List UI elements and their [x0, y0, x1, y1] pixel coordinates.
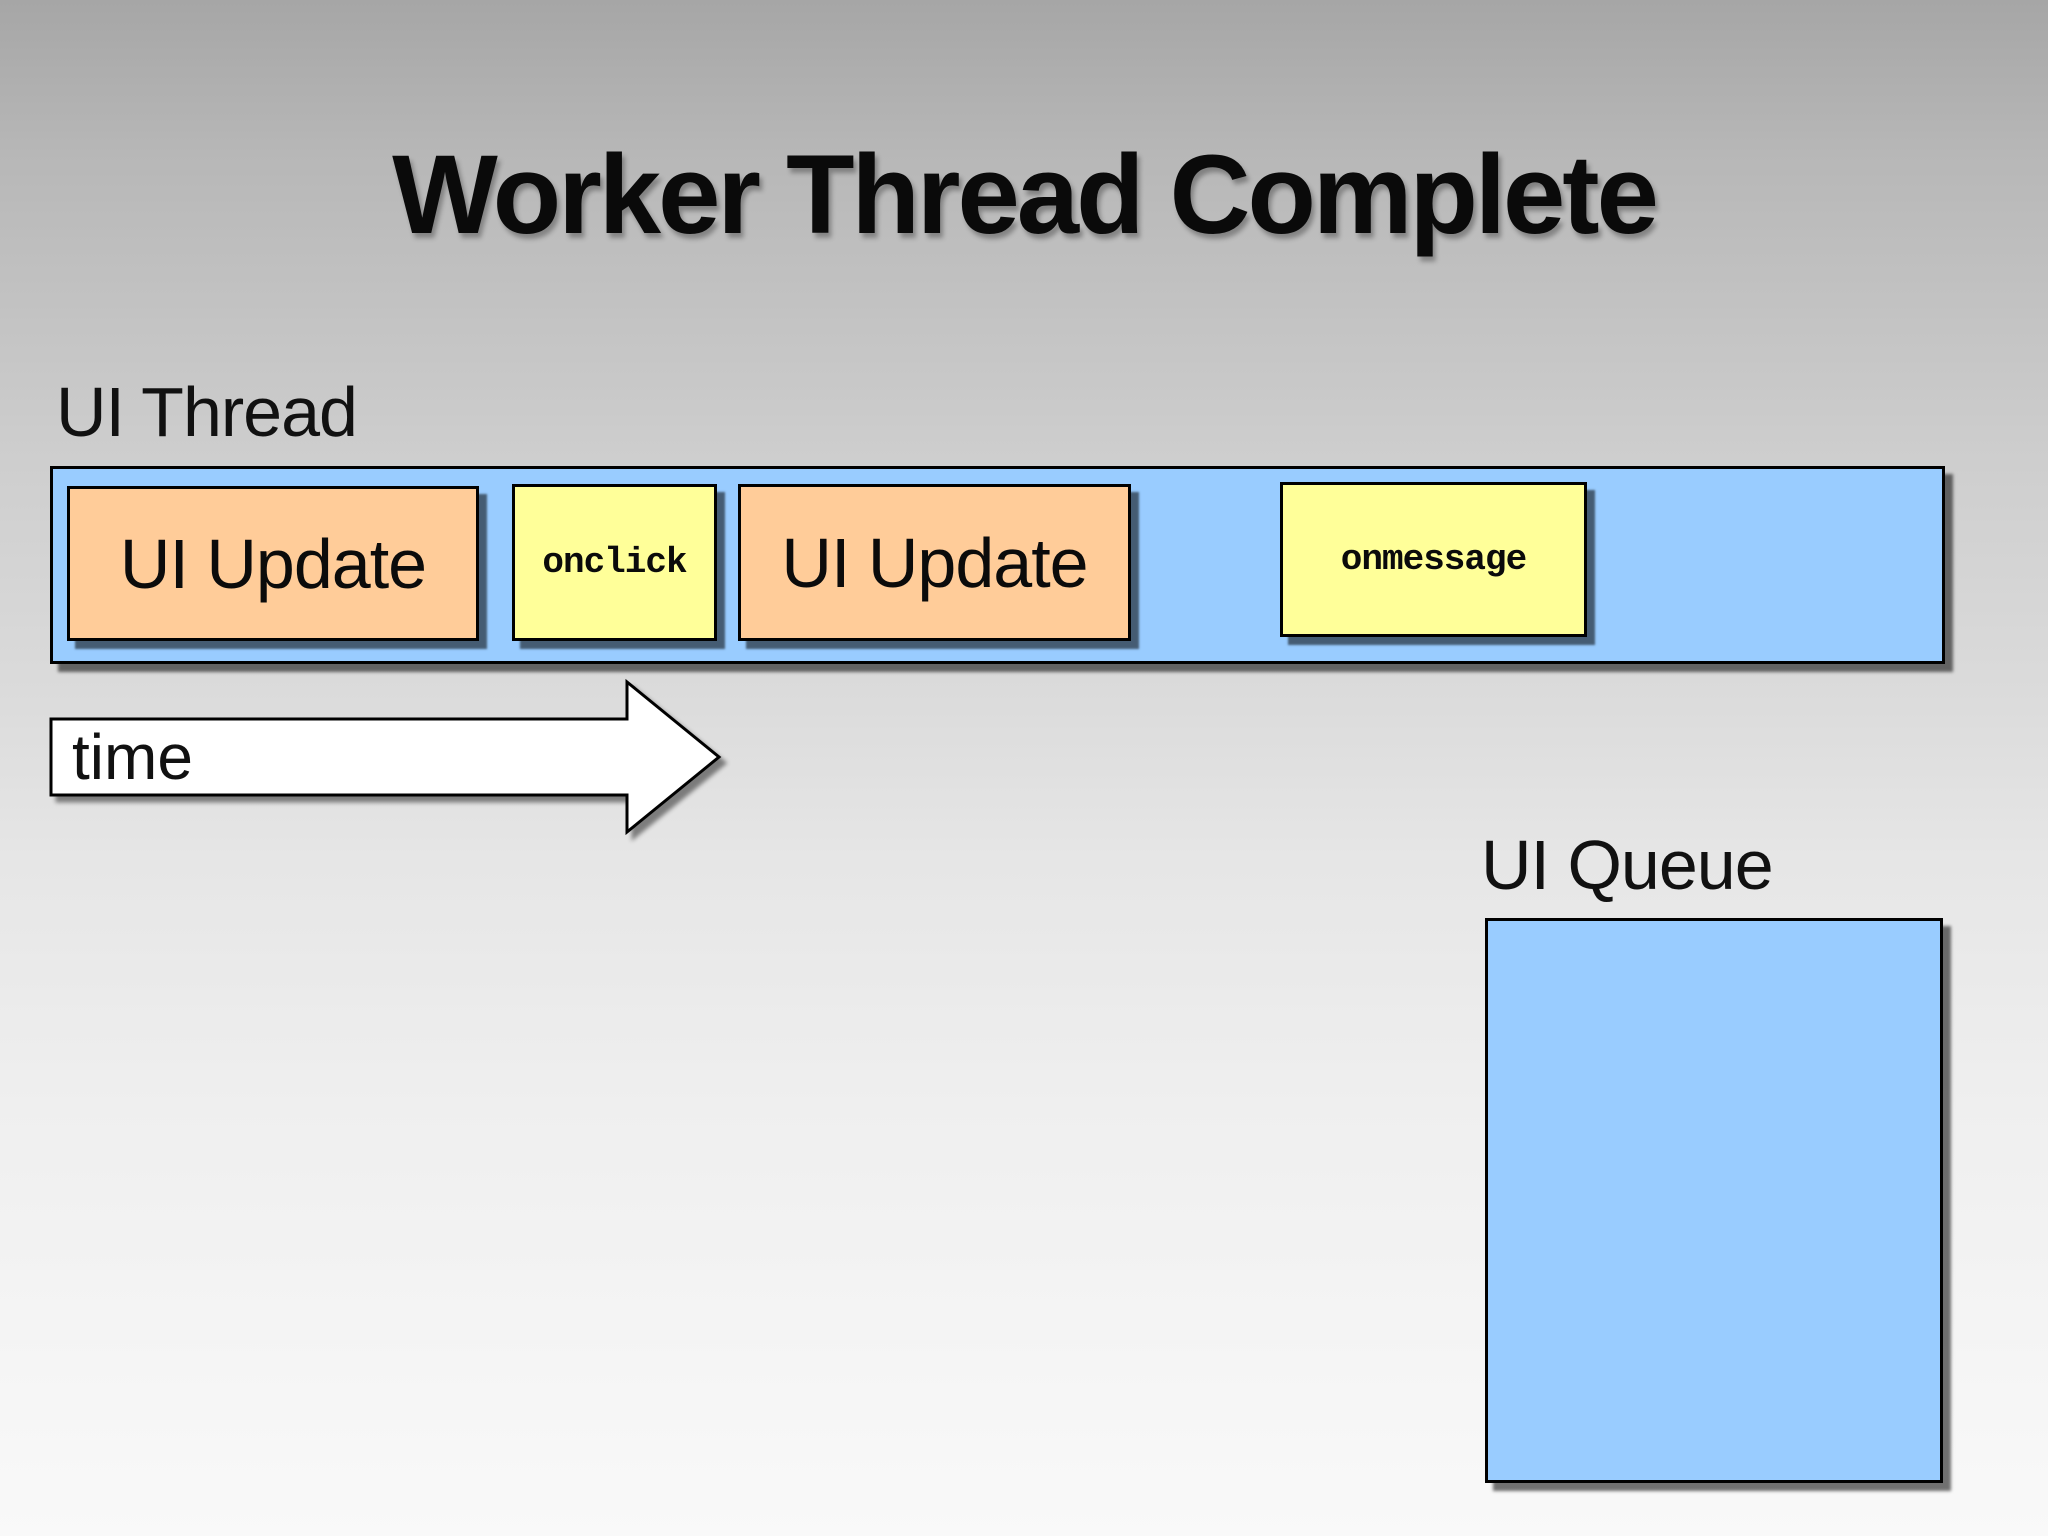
ui-queue-box — [1485, 918, 1943, 1483]
thread-block-label: UI Update — [781, 523, 1088, 602]
thread-block-label: onmessage — [1340, 539, 1527, 580]
thread-block-label: onclick — [542, 542, 687, 583]
slide-title: Worker Thread Complete — [392, 132, 1659, 257]
ui-queue-label: UI Queue — [1481, 826, 1774, 904]
thread-block-ui-update-2: UI Update — [738, 484, 1131, 641]
thread-block-onmessage: onmessage — [1280, 482, 1587, 637]
time-axis: time — [40, 670, 740, 850]
thread-block-onclick: onclick — [512, 484, 717, 641]
time-label: time — [72, 721, 193, 793]
thread-block-label: UI Update — [119, 524, 427, 603]
ui-thread-bar: UI Update onclick UI Update onmessage — [50, 466, 1945, 664]
ui-thread-label: UI Thread — [56, 373, 358, 451]
thread-block-ui-update-1: UI Update — [67, 486, 479, 641]
time-arrow-icon — [49, 678, 722, 836]
